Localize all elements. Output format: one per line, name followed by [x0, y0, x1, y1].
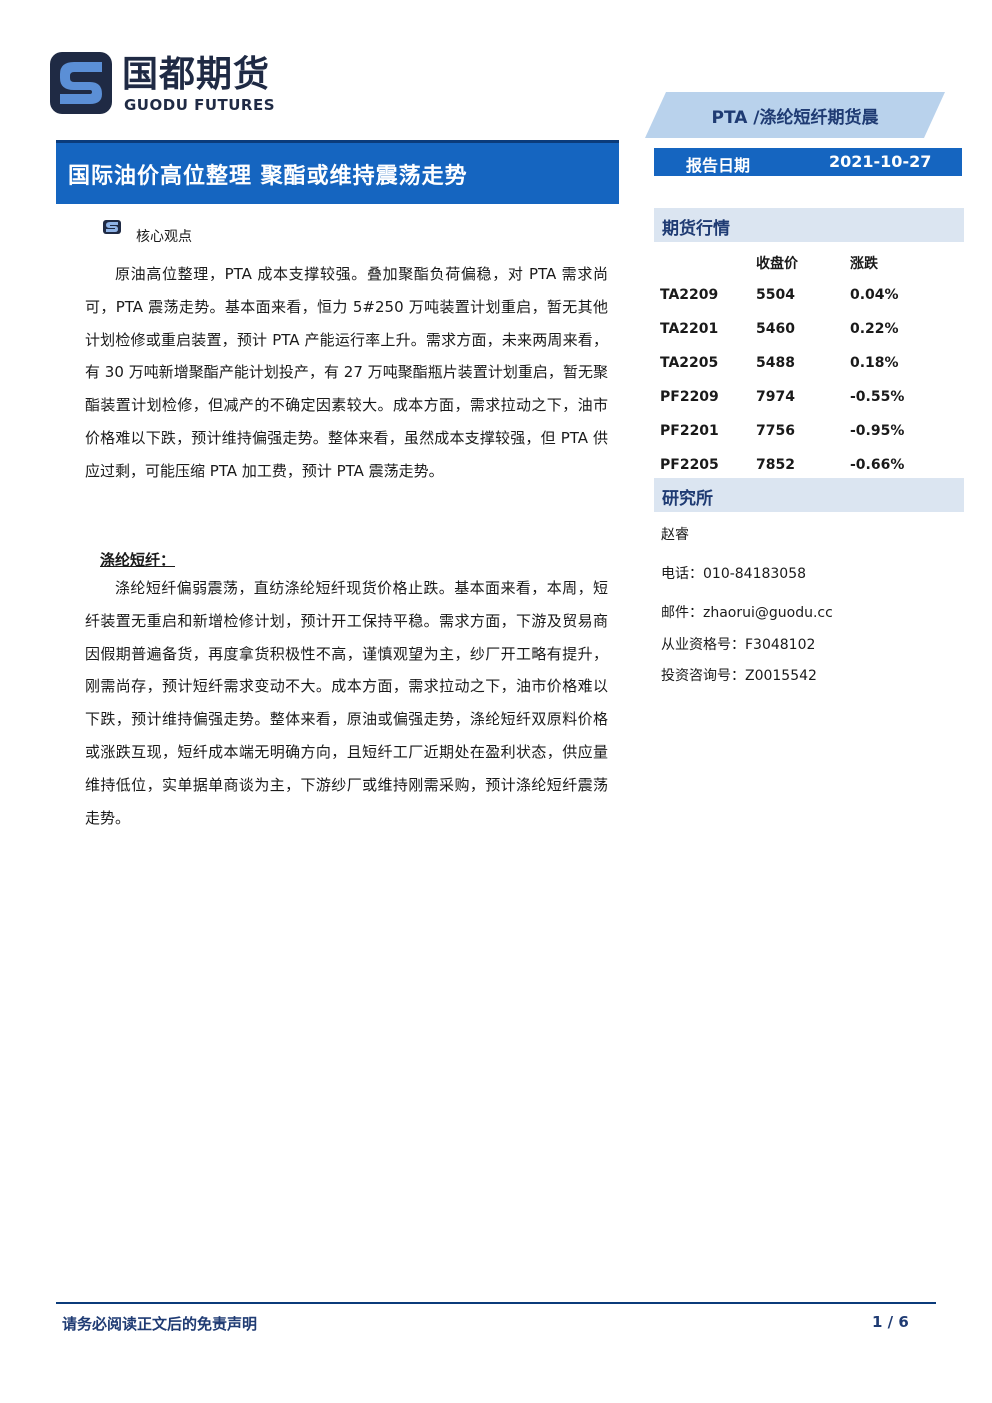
analyst-advisory-number: 投资咨询号：Z0015542	[661, 668, 817, 684]
research-institute-heading: 研究所	[662, 489, 713, 509]
table-row: PF2205 7852 -0.66%	[654, 449, 964, 483]
price-change: -0.95%	[850, 423, 905, 439]
close-price: 5504	[756, 287, 795, 303]
price-change: 0.18%	[850, 355, 899, 371]
category-banner: PTA /涤纶短纤期货晨	[645, 92, 945, 138]
table-row: PF2201 7756 -0.95%	[654, 415, 964, 449]
close-price: 7756	[756, 423, 795, 439]
brand-name-cn: 国都期货	[122, 54, 271, 95]
price-change: -0.66%	[850, 457, 905, 473]
research-institute-header: 研究所	[654, 478, 964, 512]
contract-code: PF2209	[660, 389, 719, 405]
staple-fiber-subheading: 涤纶短纤：	[100, 551, 176, 569]
close-price: 7974	[756, 389, 795, 405]
staple-fiber-analysis-text: 涤纶短纤偏弱震荡，直纺涤纶短纤现货价格止跌。基本面来看，本周，短纤装置无重启和新…	[85, 579, 608, 827]
contract-code: PF2201	[660, 423, 719, 439]
contract-code: TA2209	[660, 287, 719, 303]
table-row: PF2209 7974 -0.55%	[654, 381, 964, 415]
analyst-license-number: 从业资格号：F3048102	[661, 637, 816, 653]
close-price: 5488	[756, 355, 795, 371]
column-header-change: 涨跌	[850, 256, 878, 272]
guodu-logo-icon	[50, 52, 112, 114]
title-banner: 国际油价高位整理 聚酯或维持震荡走势	[56, 140, 619, 204]
footer-disclaimer: 请务必阅读正文后的免责声明	[62, 1315, 258, 1333]
page-number: 1 / 6	[872, 1313, 909, 1331]
analyst-email[interactable]: 邮件：zhaorui@guodu.cc	[661, 605, 833, 621]
analyst-phone: 电话：010-84183058	[661, 566, 807, 582]
report-title: 国际油价高位整理 聚酯或维持震荡走势	[68, 163, 468, 189]
pta-analysis-text: 原油高位整理，PTA 成本支撑较强。叠加聚酯负荷偏稳，对 PTA 需求尚可，PT…	[85, 265, 608, 480]
close-price: 7852	[756, 457, 795, 473]
table-row: TA2201 5460 0.22%	[654, 313, 964, 347]
close-price: 5460	[756, 321, 795, 337]
table-row: TA2209 5504 0.04%	[654, 279, 964, 313]
brand-name-en: GUODU FUTURES	[124, 96, 276, 114]
report-date-bar: 报告日期 2021-10-27	[654, 148, 962, 176]
staple-fiber-paragraph: 涤纶短纤偏弱震荡，直纺涤纶短纤现货价格止跌。基本面来看，本周，短纤装置无重启和新…	[85, 572, 608, 834]
report-date-label: 报告日期	[686, 156, 751, 175]
contract-code: TA2205	[660, 355, 719, 371]
analyst-name: 赵睿	[661, 527, 689, 543]
table-row: TA2205 5488 0.18%	[654, 347, 964, 381]
table-header-row: 收盘价 涨跌	[654, 245, 964, 279]
futures-quotes-heading: 期货行情	[662, 219, 730, 239]
core-view-label: 核心观点	[136, 229, 192, 245]
price-change: -0.55%	[850, 389, 905, 405]
futures-quotes-table: 收盘价 涨跌 TA2209 5504 0.04% TA2201 5460 0.2…	[654, 245, 964, 483]
futures-quotes-header: 期货行情	[654, 208, 964, 242]
report-date-value: 2021-10-27	[829, 152, 932, 171]
contract-code: TA2201	[660, 321, 719, 337]
core-view-paragraph: 原油高位整理，PTA 成本支撑较强。叠加聚酯负荷偏稳，对 PTA 需求尚可，PT…	[85, 258, 608, 488]
price-change: 0.04%	[850, 287, 899, 303]
price-change: 0.22%	[850, 321, 899, 337]
footer-divider	[56, 1302, 936, 1304]
contract-code: PF2205	[660, 457, 719, 473]
section-bullet-icon	[103, 220, 121, 234]
column-header-close: 收盘价	[756, 256, 798, 272]
